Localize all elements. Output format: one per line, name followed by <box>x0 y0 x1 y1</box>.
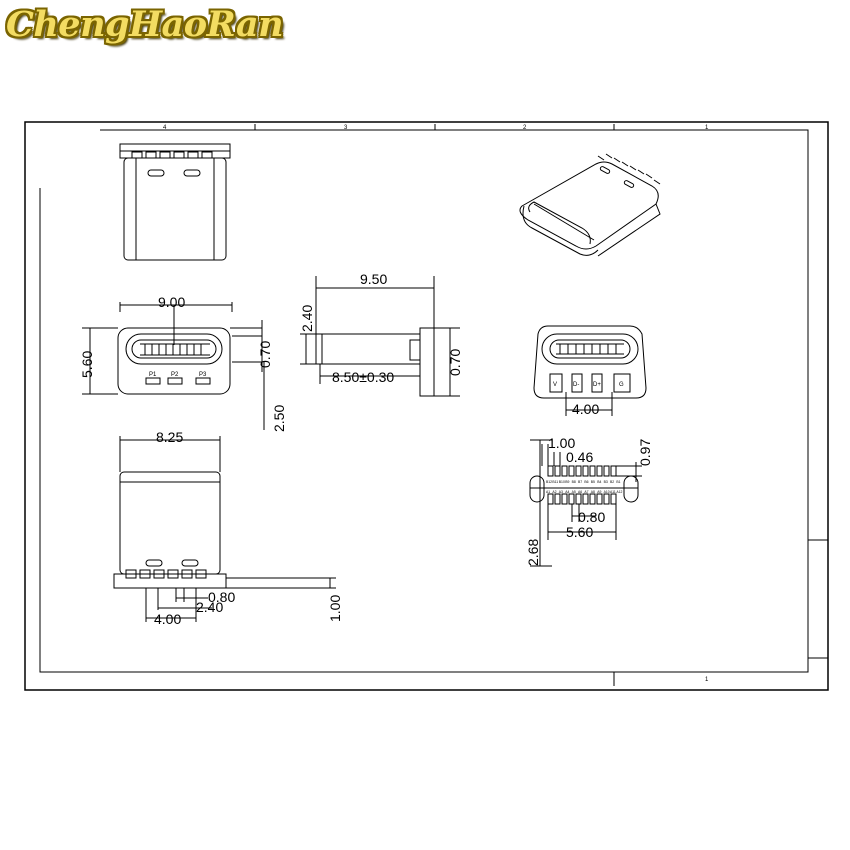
dim-label-0-97: 0.97 <box>637 439 653 466</box>
dim-label-0-46: 0.46 <box>566 449 593 465</box>
footprint-pin-label-top: B2 <box>610 480 614 484</box>
zone-label-3: 3 <box>344 125 348 131</box>
dim-label-5-60: 5.60 <box>566 524 593 540</box>
footprint-pin-label-bottom: A2 <box>552 490 556 494</box>
footprint-pin-label-top: B7 <box>578 480 582 484</box>
dim-label-4-00-rear: 4.00 <box>572 401 599 417</box>
footprint-pin-label-bottom: A9 <box>597 490 601 494</box>
dim-label-1-00-fp: 1.00 <box>548 435 575 451</box>
footprint-pin-label-bottom: A10 <box>604 490 610 494</box>
side-view: 9.50 8.50±0.30 2.40 0.70 <box>299 271 463 397</box>
footprint-pin-label-bottom: A8 <box>591 490 595 494</box>
footprint-pin-label-top: B1 <box>616 480 620 484</box>
pad-label-p3: P3 <box>199 372 207 378</box>
zone-label-4: 4 <box>163 125 167 131</box>
footprint-pin-label-top: B10 <box>559 480 565 484</box>
footprint-pin-label-top: B8 <box>572 480 576 484</box>
footprint-pin-label-bottom: A7 <box>584 490 588 494</box>
pad-label-d-minus: D- <box>573 382 579 388</box>
footprint-pin-label-bottom: A12 <box>616 490 622 494</box>
dim-label-2-50: 2.50 <box>271 405 287 432</box>
footprint-pin-label-top: B11 <box>552 480 558 484</box>
pcb-footprint: 1.00 0.46 0.97 0.80 5.60 2.68 <box>525 435 653 567</box>
footprint-pin-label-bottom: A5 <box>572 490 576 494</box>
dim-label-1-00: 1.00 <box>327 595 343 622</box>
zone-label-1: 1 <box>705 125 709 131</box>
pad-label-p1: P1 <box>149 372 157 378</box>
top-plan-view <box>119 143 231 261</box>
footprint-pin-label-top: B6 <box>584 480 588 484</box>
footprint-pin-label-top: B12 <box>546 480 552 484</box>
dim-label-0-80-top: 0.80 <box>208 589 235 605</box>
footprint-pin-label-bottom: A6 <box>578 490 582 494</box>
dim-label-5-60: 5.60 <box>79 351 95 378</box>
dim-label-2-68: 2.68 <box>525 539 541 566</box>
dim-label-9-00: 9.00 <box>158 294 185 310</box>
isometric-view <box>519 153 661 257</box>
zone-label-bottom-1: 1 <box>705 677 709 683</box>
dim-label-0-70-side: 0.70 <box>447 349 463 376</box>
dim-label-8-50: 8.50±0.30 <box>332 369 394 385</box>
front-view: P1 P2 P3 9.00 5.60 0.70 2.50 <box>79 294 287 432</box>
footprint-pin-label-top: B3 <box>604 480 608 484</box>
footprint-pin-label-bottom: A1 <box>546 490 550 494</box>
footprint-pin-label-top: B5 <box>591 480 595 484</box>
dim-label-9-50: 9.50 <box>360 271 387 287</box>
pad-label-d-plus: D+ <box>593 382 601 388</box>
rear-view: V D- D+ G 4.00 <box>533 325 647 417</box>
bottom-plan-view: 8.25 1.00 4.00 2.40 0.80 <box>113 429 343 627</box>
pad-label-v: V <box>553 382 557 388</box>
footprint-pin-label-bottom: A11 <box>610 490 616 494</box>
footprint-pin-label-top: B4 <box>597 480 601 484</box>
dim-label-0-70-front: 0.70 <box>257 341 273 368</box>
dim-label-0-80-fp: 0.80 <box>578 509 605 525</box>
zone-label-2: 2 <box>523 125 527 131</box>
pad-label-p2: P2 <box>171 372 179 378</box>
footprint-pin-label-bottom: A3 <box>559 490 563 494</box>
pad-label-g: G <box>619 382 624 388</box>
dim-label-4-00-top: 4.00 <box>154 611 181 627</box>
dim-label-8-25: 8.25 <box>156 429 183 445</box>
dim-label-2-40-top: 2.40 <box>196 599 223 615</box>
drawing-frame: 4 3 2 1 1 <box>24 121 829 691</box>
footprint-pin-label-top: B9 <box>565 480 569 484</box>
brand-logo: ChengHaoRan <box>6 4 284 45</box>
footprint-pin-label-bottom: A4 <box>565 490 569 494</box>
dim-label-2-40-side: 2.40 <box>299 305 315 332</box>
